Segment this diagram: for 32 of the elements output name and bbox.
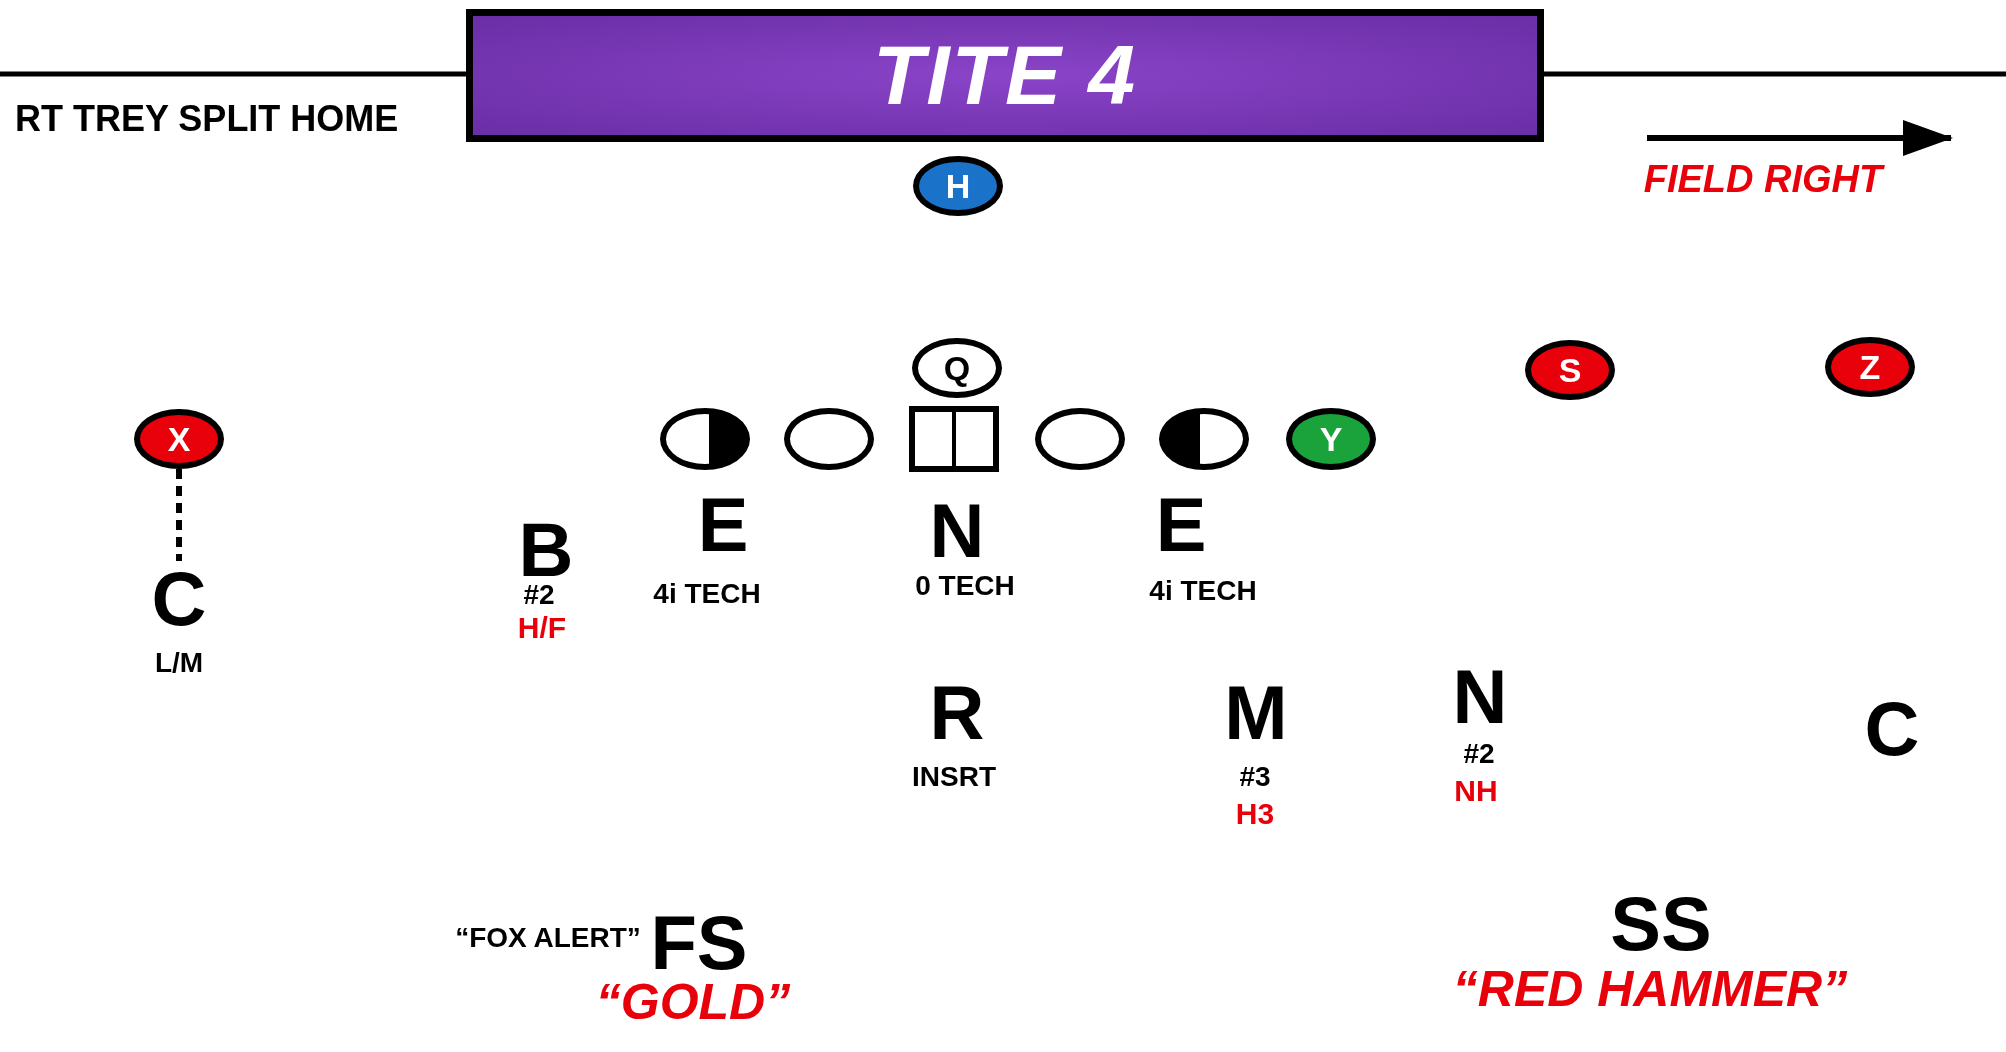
position-letter: SS bbox=[1610, 886, 1712, 962]
position-letter: E bbox=[697, 487, 749, 563]
assignment-label: #2 bbox=[1463, 740, 1495, 768]
technique-label: 4i TECH bbox=[1149, 577, 1257, 605]
assignment-label: H3 bbox=[1235, 799, 1275, 829]
technique-label: 0 TECH bbox=[915, 572, 1015, 600]
call-label: “FOX ALERT” bbox=[455, 924, 641, 952]
player-marker: S bbox=[1525, 340, 1615, 400]
position-letter: R bbox=[929, 675, 985, 751]
formation-label: RT TREY SPLIT HOME bbox=[15, 101, 399, 137]
assignment-label: NH bbox=[1454, 776, 1498, 806]
dashed-line bbox=[176, 469, 182, 561]
assignment-label: #3 bbox=[1239, 763, 1271, 791]
technique-label: 4i TECH bbox=[653, 580, 761, 608]
center-square bbox=[909, 406, 999, 472]
assignment-label: INSRT bbox=[912, 763, 996, 791]
call-label: “RED HAMMER” bbox=[1452, 964, 1848, 1014]
player-marker: X bbox=[134, 409, 224, 469]
position-letter: M bbox=[1224, 675, 1288, 751]
direction-label: FIELD RIGHT bbox=[1643, 160, 1883, 198]
position-letter: E bbox=[1155, 487, 1207, 563]
player-marker: H bbox=[913, 156, 1003, 216]
assignment-label: H/F bbox=[517, 613, 567, 643]
position-letter: C bbox=[1864, 691, 1920, 767]
position-letter: N bbox=[1452, 659, 1508, 735]
position-letter: N bbox=[929, 493, 985, 569]
assignment-label: L/M bbox=[154, 647, 204, 679]
player-marker: Q bbox=[912, 338, 1002, 398]
player-marker: Y bbox=[1286, 408, 1376, 470]
player-marker: Z bbox=[1825, 337, 1915, 397]
title-banner: TITE 4 bbox=[466, 9, 1544, 142]
position-letter: C bbox=[151, 561, 207, 637]
